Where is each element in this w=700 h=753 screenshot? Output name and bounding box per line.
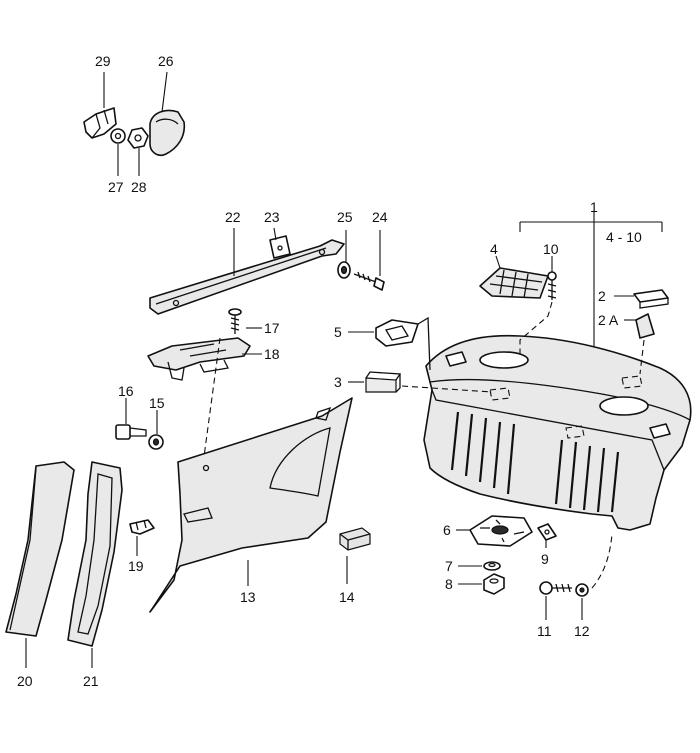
nut-28 [127,127,149,149]
screw-10 [547,271,557,300]
screw-16 [115,424,147,440]
clip-bracket-29 [83,107,117,139]
label-22: 22 [225,209,241,225]
screw-24 [353,271,385,291]
label-2: 2 [598,288,606,304]
side-panel-13 [149,397,353,613]
label-17: 17 [264,320,280,336]
cover-cap-26 [149,109,186,157]
label-20: 20 [17,673,33,689]
label-11: 11 [537,623,552,639]
label-6: 6 [443,522,451,538]
label-1: 1 [590,199,598,215]
label-10: 10 [543,241,559,257]
grip-5 [375,316,431,371]
label-4-10: 4 - 10 [606,229,642,245]
label-15: 15 [149,395,165,411]
label-27: 27 [108,179,124,195]
label-16: 16 [118,383,134,399]
label-2a: 2 A [598,312,619,328]
pad-4 [479,267,549,299]
label-7: 7 [445,558,453,574]
washer-7 [483,561,501,571]
label-4: 4 [490,241,498,257]
label-9: 9 [541,551,549,567]
bracket-18 [147,337,251,381]
label-5: 5 [334,324,342,340]
rear-shelf-1 [423,334,692,531]
clip-9 [537,523,557,541]
stopper-2a [635,313,655,339]
latch-2 [633,289,669,309]
label-8: 8 [445,576,453,592]
label-23: 23 [264,209,280,225]
label-3: 3 [334,374,342,390]
label-29: 29 [95,53,111,69]
trim-20 [5,461,75,637]
trim-strip-22 [149,239,345,315]
label-28: 28 [131,179,147,195]
label-24: 24 [372,209,388,225]
washer-15 [148,434,164,450]
cap-14 [339,527,371,551]
nut-8 [483,573,505,595]
washer-27 [110,128,126,144]
label-21: 21 [83,673,99,689]
bearing-plate-6 [469,515,533,547]
washer-12 [575,583,589,597]
label-25: 25 [337,209,353,225]
screw-17 [228,308,242,334]
light-3 [365,371,402,393]
label-13: 13 [240,589,256,605]
trim-21 [67,461,123,647]
label-18: 18 [264,346,280,362]
washer-25 [337,261,351,279]
label-14: 14 [339,589,355,605]
label-19: 19 [128,558,144,574]
label-26: 26 [158,53,174,69]
screw-11 [539,581,572,595]
clip-19 [129,519,155,535]
label-12: 12 [574,623,590,639]
clip-23 [269,235,291,259]
